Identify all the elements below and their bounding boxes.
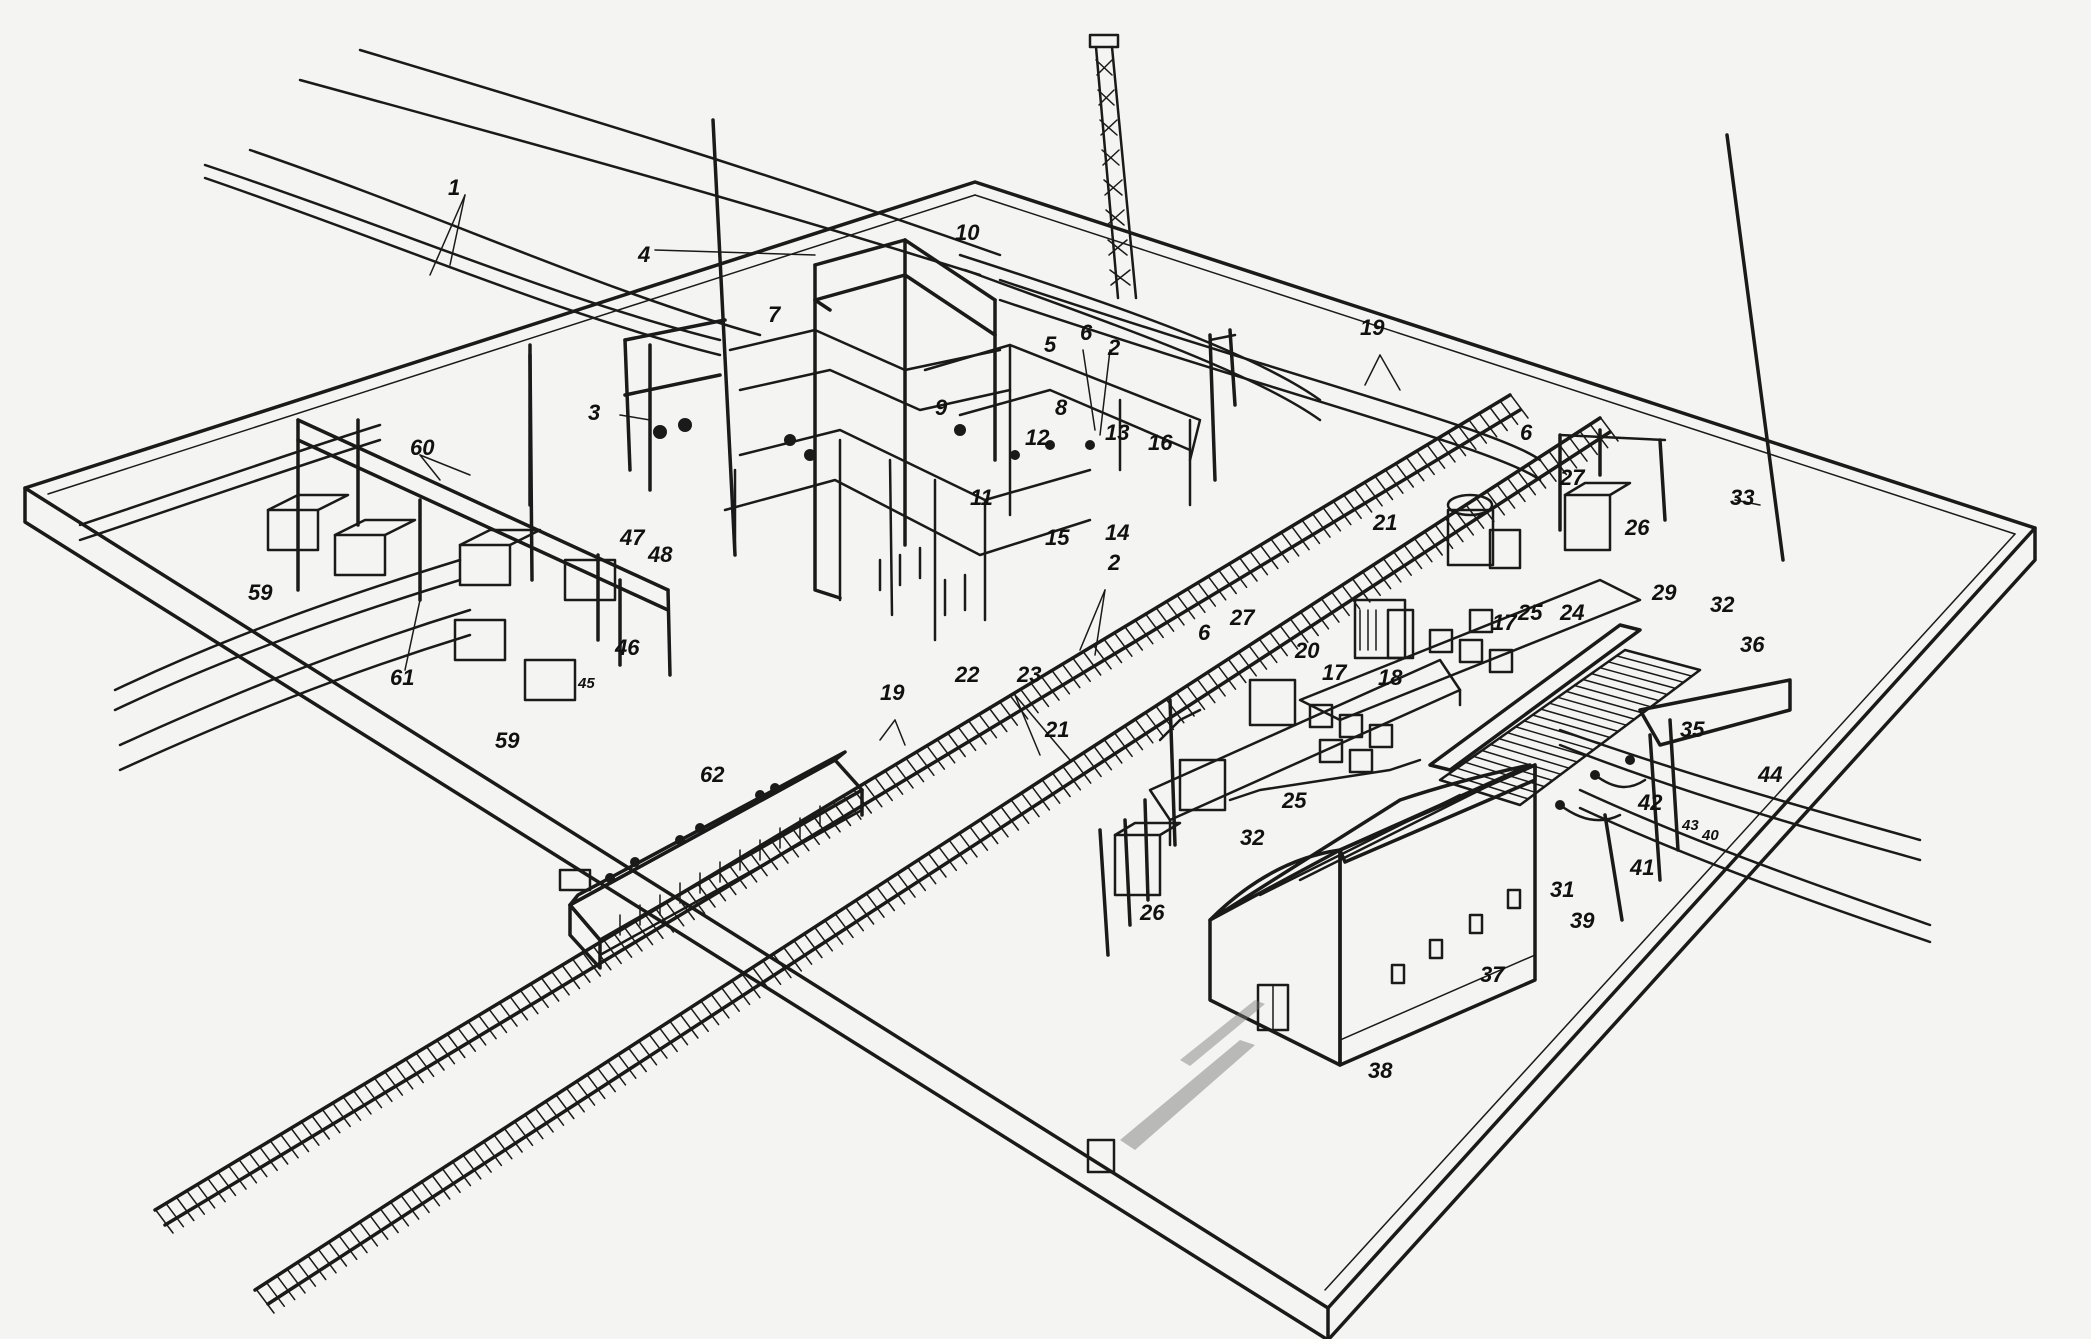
leader-lines: [404, 194, 1761, 761]
callout-7: 7: [768, 302, 782, 327]
callout-46: 46: [614, 635, 640, 660]
callout-44: 44: [1757, 762, 1782, 787]
callout-6b: 6: [1198, 620, 1211, 645]
callout-5: 5: [1044, 332, 1057, 357]
left-feeder-portal: [266, 418, 672, 702]
callout-25a: 25: [1517, 600, 1543, 625]
callout-60: 60: [410, 435, 435, 460]
callout-labels: 1 2 2 3 4 5 6 6 6 7 8 9 10 11 12 13 14 1…: [248, 175, 1782, 1083]
outgoing-lines-left: [78, 423, 472, 772]
entrance-gate: [1086, 1138, 1116, 1174]
callout-1: 1: [448, 175, 460, 200]
callout-6c: 6: [1520, 420, 1533, 445]
callout-4: 4: [637, 242, 650, 267]
callout-19b: 19: [880, 680, 905, 705]
right-gantry: [958, 253, 1542, 482]
callout-21b: 21: [1044, 717, 1069, 742]
callout-9: 9: [935, 395, 948, 420]
callout-39: 39: [1570, 908, 1595, 933]
callout-22: 22: [954, 662, 980, 687]
callout-11: 11: [970, 485, 993, 510]
callout-40: 40: [1701, 827, 1719, 844]
callout-36: 36: [1740, 632, 1765, 657]
callout-15: 15: [1045, 525, 1070, 550]
callout-32b: 32: [1240, 825, 1265, 850]
gantry-26-left: [1098, 698, 1182, 957]
callout-35: 35: [1680, 717, 1705, 742]
outgoing-lines-right: [1558, 728, 1932, 944]
callout-25b: 25: [1281, 788, 1307, 813]
transformer-upper: [1446, 493, 1522, 570]
callout-41: 41: [1629, 855, 1654, 880]
site-platform: [23, 180, 2037, 1339]
callout-12: 12: [1025, 425, 1050, 450]
callout-32a: 32: [1710, 592, 1735, 617]
lattice-tower: [1088, 33, 1138, 300]
hv-switchyard: [623, 238, 1202, 642]
callout-59a: 59: [248, 580, 273, 605]
callout-8: 8: [1055, 395, 1068, 420]
transformer-lower: [1178, 678, 1297, 812]
callout-13: 13: [1105, 420, 1129, 445]
callout-21a: 21: [1372, 510, 1397, 535]
callout-47: 47: [619, 525, 646, 550]
callout-27a: 27: [1559, 465, 1586, 490]
callout-61: 61: [390, 665, 414, 690]
transformer-yard: [1148, 493, 1642, 847]
callout-17b: 17: [1492, 610, 1518, 635]
callout-24: 24: [1559, 600, 1584, 625]
callout-62: 62: [700, 762, 725, 787]
gantry-26-right: [1558, 428, 1667, 552]
callout-6a: 6: [1080, 320, 1093, 345]
callout-38: 38: [1368, 1058, 1393, 1083]
callout-18: 18: [1378, 665, 1403, 690]
callout-27b: 27: [1229, 605, 1256, 630]
callout-48: 48: [647, 542, 673, 567]
callout-3: 3: [588, 400, 600, 425]
callout-16: 16: [1148, 430, 1173, 455]
callout-20: 20: [1294, 638, 1320, 663]
callout-29: 29: [1651, 580, 1677, 605]
railway-tracks: [153, 393, 1619, 1314]
callout-42: 42: [1637, 790, 1663, 815]
cubicles-18: [1308, 608, 1514, 774]
callout-45: 45: [577, 675, 595, 692]
callout-2a: 2: [1107, 335, 1121, 360]
callout-10: 10: [955, 220, 980, 245]
right-line-structures: [1555, 678, 1792, 922]
callout-59b: 59: [495, 728, 520, 753]
callout-43: 43: [1681, 817, 1699, 834]
callout-19a: 19: [1360, 315, 1385, 340]
callout-26b: 26: [1139, 900, 1165, 925]
callout-17a: 17: [1322, 660, 1348, 685]
callout-33: 33: [1730, 485, 1754, 510]
building: [1208, 763, 1537, 1067]
callout-14: 14: [1105, 520, 1129, 545]
callout-2b: 2: [1107, 550, 1121, 575]
train-car: [558, 750, 864, 970]
lightning-masts: [528, 118, 1785, 582]
callout-37: 37: [1480, 962, 1506, 987]
callout-23: 23: [1016, 662, 1041, 687]
transformer-20: [1353, 598, 1415, 660]
walkway: [1120, 1000, 1265, 1150]
callout-31: 31: [1550, 877, 1574, 902]
incoming-lines-1: [203, 48, 1002, 357]
callout-26a: 26: [1624, 515, 1650, 540]
